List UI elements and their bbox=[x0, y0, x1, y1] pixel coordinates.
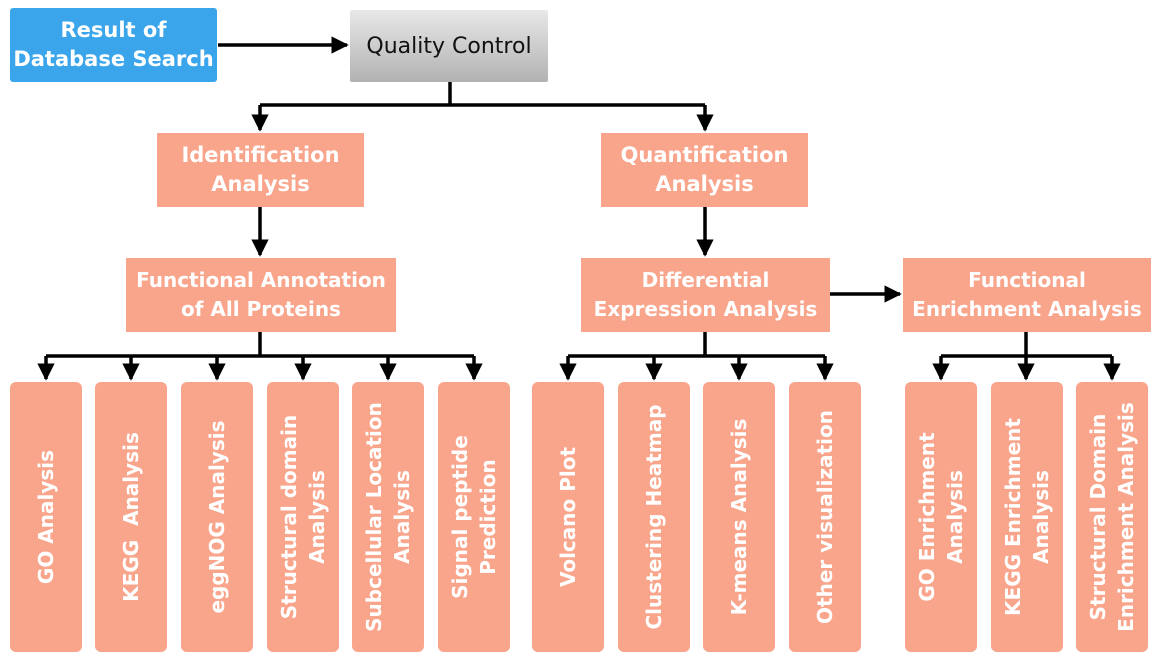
node-label: Analysis bbox=[211, 172, 310, 196]
leaf-label: Clustering Heatmap bbox=[642, 404, 666, 630]
node-label: Differential bbox=[641, 268, 770, 292]
leaf-k-means-analysis: K-means Analysis bbox=[703, 382, 775, 652]
node-label: Analysis bbox=[655, 172, 754, 196]
leaf-eggnog-analysis: eggNOG Analysis bbox=[181, 382, 253, 652]
leaf-label: Signal peptide bbox=[448, 435, 472, 599]
node-label: Result of bbox=[60, 18, 167, 42]
leaf-label: GO Enrichment bbox=[915, 432, 939, 602]
leaf-label: Analysis bbox=[943, 470, 967, 564]
node-label: Expression Analysis bbox=[593, 297, 818, 321]
node-label: Enrichment Analysis bbox=[912, 297, 1142, 321]
leaf-label: Volcano Plot bbox=[556, 446, 580, 588]
leaf-label: GO Analysis bbox=[34, 449, 58, 585]
node-label: Quality Control bbox=[366, 33, 532, 59]
leaf-label: Analysis bbox=[390, 470, 414, 564]
leaf-label: Structural domain bbox=[277, 414, 301, 620]
node-label: Quantification bbox=[620, 143, 789, 167]
node-label: Functional Annotation bbox=[136, 268, 386, 292]
leaf-label: Analysis bbox=[305, 470, 329, 564]
leaf-label: Other visualization bbox=[813, 410, 837, 624]
node-label: Database Search bbox=[13, 47, 214, 71]
leaf-label: Enrichment Analysis bbox=[1114, 402, 1138, 632]
leaf-go-analysis: GO Analysis bbox=[10, 382, 82, 652]
node-label: Identification bbox=[181, 143, 340, 167]
leaf-label: eggNOG Analysis bbox=[205, 420, 229, 614]
leaf-kegg-analysis: KEGG Analysis bbox=[95, 382, 167, 652]
node-quality-control: Quality Control bbox=[350, 10, 548, 82]
leaf-label: K-means Analysis bbox=[727, 418, 751, 616]
leaf-label: Subcellular Location bbox=[362, 402, 386, 632]
leaf-other-visualization: Other visualization bbox=[789, 382, 861, 652]
leaf-volcano-plot: Volcano Plot bbox=[532, 382, 604, 652]
node-label: Functional bbox=[968, 268, 1086, 292]
leaf-label: Prediction bbox=[476, 459, 500, 575]
node-functional-annotation: Functional Annotation of All Proteins bbox=[126, 258, 396, 332]
leaf-label: Structural Domain bbox=[1086, 413, 1110, 621]
leaf-clustering-heatmap: Clustering Heatmap bbox=[618, 382, 690, 652]
leaf-label: Analysis bbox=[1029, 470, 1053, 564]
node-label: of All Proteins bbox=[181, 297, 341, 321]
node-database-search-result: Result of Database Search bbox=[10, 8, 217, 82]
leaf-label: KEGG Enrichment bbox=[1001, 418, 1025, 616]
leaf-label: KEGG Analysis bbox=[119, 432, 143, 602]
